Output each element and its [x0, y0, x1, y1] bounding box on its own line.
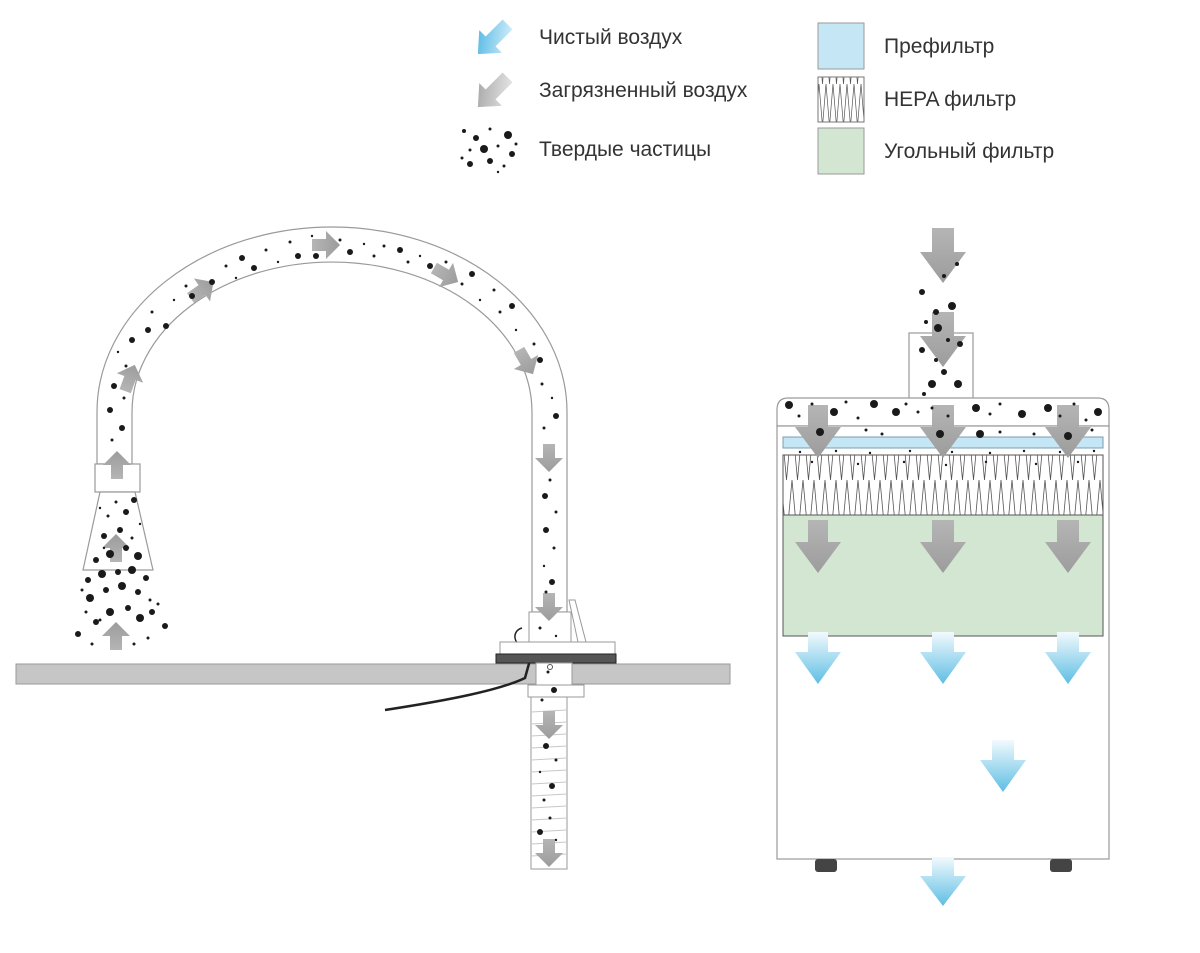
legend-hepa-label: HEPA фильтр [884, 88, 1017, 111]
hepa-swatch-icon [817, 76, 865, 123]
base-clamp [495, 653, 617, 664]
legend-prefilter-label: Префильтр [884, 35, 995, 58]
dirty-air-arrow-icon [477, 72, 513, 108]
legend [460, 19, 865, 175]
cabinet-particles [785, 262, 1102, 467]
legend-dirty-air-label: Загрязненный воздух [539, 79, 748, 102]
table-surface [15, 663, 731, 685]
cabinet-clean-arrows [795, 632, 1091, 906]
cable [384, 659, 532, 712]
cabinet-foot-right [1050, 859, 1072, 872]
legend-particles-label: Твердые частицы [539, 138, 712, 161]
cabinet-foot-left [815, 859, 837, 872]
carbon-swatch-icon [817, 127, 865, 175]
prefilter-swatch-icon [817, 22, 865, 70]
arm-airflow-arrows [102, 231, 563, 867]
legend-carbon-label: Угольный фильтр [884, 140, 1055, 163]
arm-particles [75, 234, 559, 842]
hepa-layer [782, 454, 1104, 516]
base-flange [499, 641, 616, 655]
particles-icon [460, 127, 518, 174]
clean-air-arrow-icon [477, 19, 513, 55]
legend-clean-air-label: Чистый воздух [539, 26, 683, 49]
arch-tube [96, 226, 568, 613]
